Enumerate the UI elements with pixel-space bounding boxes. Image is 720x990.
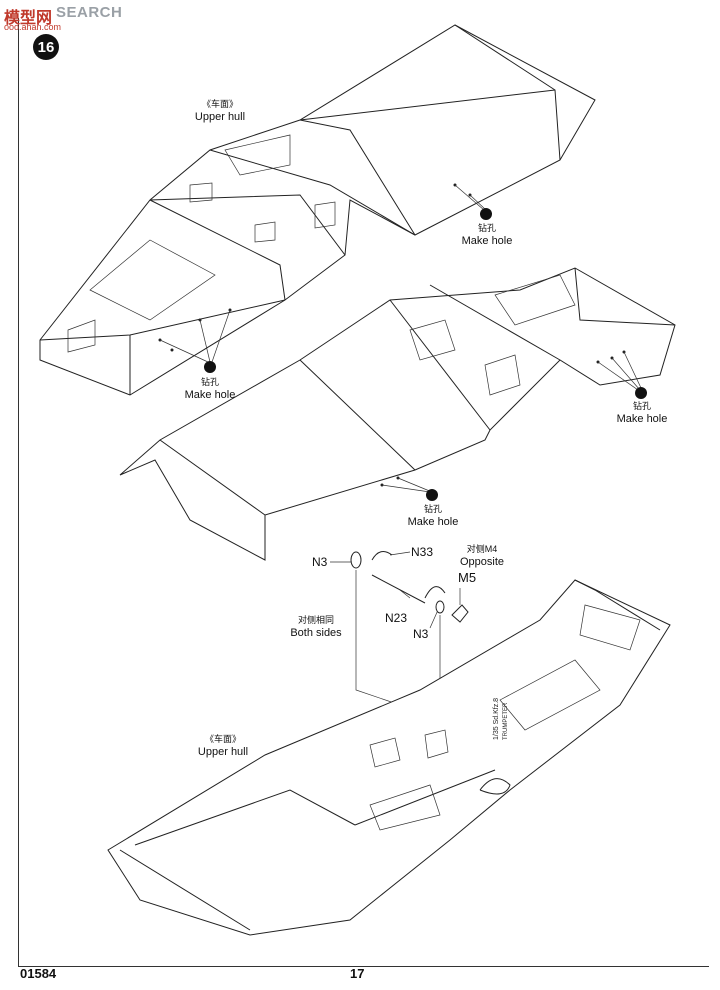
make-hole-label-4-en: Make hole — [407, 516, 459, 528]
upper-hull-bottom-drawing: 1/35 Sd.Kfz.8 TRUMPETER — [107, 579, 671, 936]
catalog-code: 01584 — [20, 966, 57, 981]
upper-hull-label-bottom-en: Upper hull — [197, 746, 249, 758]
upper-hull-label-top: 《车面》 Upper hull — [185, 98, 255, 124]
upper-hull-label-bottom-cn: 《车面》 — [204, 734, 241, 744]
make-hole-label-2-cn: 钻孔 — [477, 223, 496, 233]
both-sides-label-cn: 对侧相同 — [297, 615, 334, 625]
make-hole-label-2-en: Make hole — [461, 235, 513, 247]
make-hole-label-3-cn: 钻孔 — [632, 401, 651, 411]
upper-hull-label-bottom: 《车面》 Upper hull — [190, 733, 256, 759]
watermark-text: SEARCH — [56, 4, 123, 21]
step-number-badge: 16 — [33, 34, 59, 60]
both-sides-label-en: Both sides — [290, 627, 342, 639]
watermark: 模型网 SEARCH ooo.ahan.com — [0, 0, 160, 34]
part-n33: N33 — [411, 545, 434, 559]
make-hole-label-1-en: Make hole — [184, 389, 236, 401]
part-n3-b: N3 — [413, 627, 429, 641]
page-number: 17 — [350, 966, 365, 981]
make-hole-label-2: 钻孔 Make hole — [457, 222, 517, 248]
hull-marking-line1: 1/35 Sd.Kfz.8 — [493, 698, 500, 740]
part-m5: M5 — [458, 570, 477, 585]
upper-hull-middle-drawing — [119, 267, 676, 561]
watermark-url: ooo.ahan.com — [4, 22, 62, 32]
opposite-label-cn: 对侧M4 — [466, 544, 498, 554]
upper-hull-label-top-en: Upper hull — [194, 111, 246, 123]
make-hole-label-1: 钻孔 Make hole — [180, 376, 240, 402]
make-hole-label-4: 钻孔 Make hole — [403, 503, 463, 529]
both-sides-label: 对侧相同 Both sides — [283, 614, 349, 640]
make-hole-label-3: 钻孔 Make hole — [612, 400, 672, 426]
opposite-label-en: Opposite — [459, 556, 505, 568]
part-n23: N23 — [385, 611, 408, 625]
page-frame — [18, 18, 709, 967]
opposite-label: 对侧M4 Opposite — [452, 543, 512, 569]
upper-hull-label-top-cn: 《车面》 — [201, 99, 238, 109]
make-hole-label-4-cn: 钻孔 — [423, 504, 442, 514]
upper-hull-top-drawing — [39, 24, 596, 396]
make-hole-label-3-en: Make hole — [616, 413, 668, 425]
hull-marking-line2: TRUMPETER — [503, 702, 509, 740]
make-hole-label-1-cn: 钻孔 — [200, 377, 219, 387]
part-n3-a: N3 — [312, 555, 328, 569]
watermark-cn: 模型网 — [4, 10, 53, 27]
hull-marking: 1/35 Sd.Kfz.8 TRUMPETER — [493, 698, 509, 740]
